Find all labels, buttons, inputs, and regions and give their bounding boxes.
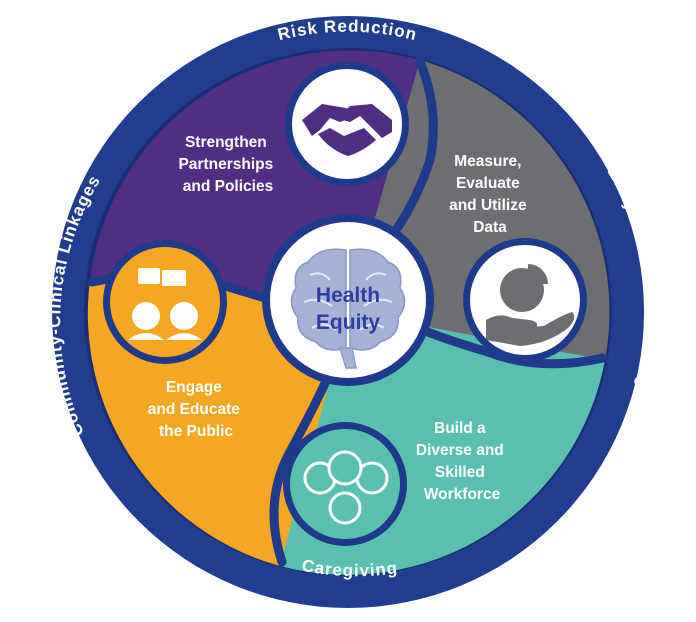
label-partnerships-line3: and Policies [183, 178, 273, 195]
label-engage-line1: Engage [166, 379, 222, 396]
label-data-line4: Data [473, 219, 507, 236]
group-of-people-icon-badge [283, 422, 407, 546]
label-workforce-line1: Build a [434, 420, 486, 437]
label-data-line3: and Utilize [449, 197, 527, 214]
label-partnerships-line1: Strengthen [185, 134, 267, 151]
center-title-line1: Health [316, 284, 380, 307]
label-engage-line2: and Educate [148, 401, 241, 418]
center-title-line2: Equity [316, 311, 380, 334]
handshake-icon [302, 104, 392, 156]
label-workforce-line2: Diverse and [416, 442, 504, 459]
group-of-people-icon [303, 450, 389, 525]
label-data-line2: Evaluate [456, 175, 520, 192]
label-engage-line3: the Public [159, 423, 233, 440]
label-data: Measure, Evaluate and Utilize Data [449, 153, 531, 236]
label-partnerships: Strengthen Partnerships and Policies [178, 134, 277, 195]
hand-pie-chart-icon [486, 264, 575, 346]
label-data-line1: Measure, [454, 153, 521, 170]
label-workforce-line3: Skilled [435, 464, 485, 481]
label-partnerships-line2: Partnerships [178, 156, 273, 173]
hand-pie-chart-icon-badge [463, 238, 587, 362]
handshake-icon-badge [285, 62, 409, 186]
label-engage: Engage and Educate the Public [148, 379, 244, 440]
brain-icon [290, 248, 406, 369]
people-conversation-icon-badge [103, 240, 227, 364]
label-workforce: Build a Diverse and Skilled Workforce [416, 420, 508, 503]
label-workforce-line4: Workforce [424, 486, 501, 503]
people-conversation-icon [128, 268, 202, 340]
